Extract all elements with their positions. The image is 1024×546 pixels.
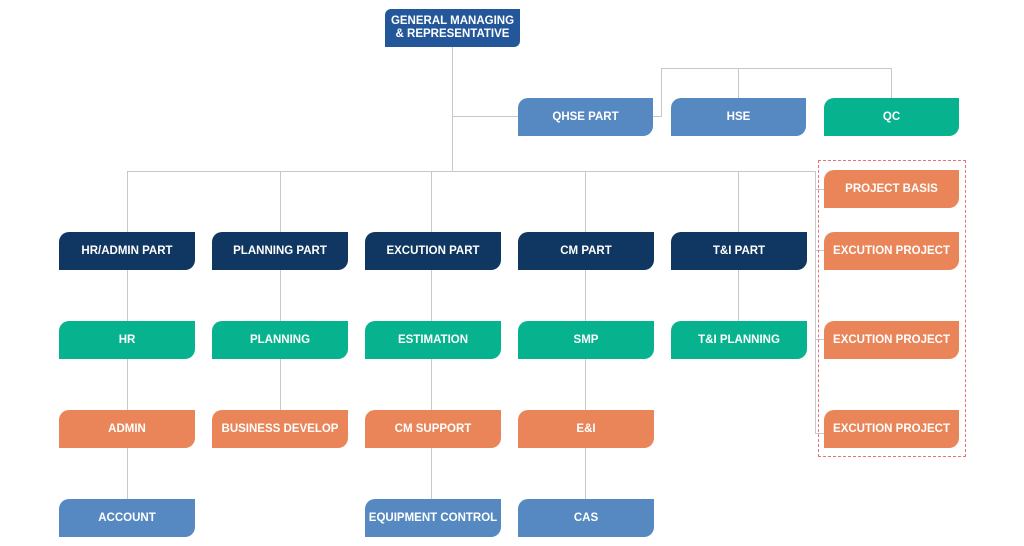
connector-line xyxy=(431,171,432,232)
connector-line xyxy=(738,270,739,321)
equipment-control-label: EQUIPMENT CONTROL xyxy=(368,511,498,524)
general-managing-label: GENERAL MANAGING & REPRESENTATIVE xyxy=(390,15,515,40)
qhse-part-box[interactable]: QHSE PART xyxy=(518,98,653,136)
ti-part-box[interactable]: T&I PART xyxy=(671,232,807,270)
ti-part-label: T&I PART xyxy=(712,244,766,257)
excution-project-label: EXCUTION PROJECT xyxy=(833,244,950,257)
excution-project-box[interactable]: EXCUTION PROJECT xyxy=(824,232,959,270)
ti-planning-label: T&I PLANNING xyxy=(698,333,780,346)
planning-label: PLANNING xyxy=(249,333,311,346)
admin-label: ADMIN xyxy=(108,422,146,435)
smp-label: SMP xyxy=(573,333,599,346)
project-basis-box[interactable]: PROJECT BASIS xyxy=(824,170,959,208)
hse-label: HSE xyxy=(726,110,751,123)
connector-line xyxy=(815,433,824,434)
excution-part-label: EXCUTION PART xyxy=(386,244,480,257)
connector-line xyxy=(127,270,128,499)
excution-project-box[interactable]: EXCUTION PROJECT xyxy=(824,410,959,448)
connector-line xyxy=(452,116,518,117)
connector-line xyxy=(661,68,892,69)
cm-support-label: CM SUPPORT xyxy=(394,422,472,435)
connector-line xyxy=(431,270,432,499)
general-managing-box[interactable]: GENERAL MANAGING & REPRESENTATIVE xyxy=(385,9,520,47)
connector-line xyxy=(891,68,892,98)
ti-planning-box[interactable]: T&I PLANNING xyxy=(671,321,807,359)
cm-part-label: CM PART xyxy=(560,244,612,257)
cm-support-box[interactable]: CM SUPPORT xyxy=(365,410,501,448)
hse-box[interactable]: HSE xyxy=(671,98,806,136)
connector-line xyxy=(815,171,816,434)
planning-part-label: PLANNING PART xyxy=(233,244,327,257)
connector-line xyxy=(452,47,453,171)
planning-box[interactable]: PLANNING xyxy=(212,321,348,359)
connector-line xyxy=(738,68,739,98)
connector-line xyxy=(815,250,824,251)
hr-admin-part-box[interactable]: HR/ADMIN PART xyxy=(59,232,195,270)
connector-line xyxy=(585,270,586,499)
hr-label: HR xyxy=(118,333,136,346)
connector-line xyxy=(738,171,739,232)
cas-label: CAS xyxy=(573,511,599,524)
qc-label: QC xyxy=(882,110,901,123)
connector-line xyxy=(280,171,281,232)
estimation-box[interactable]: ESTIMATION xyxy=(365,321,501,359)
connector-line xyxy=(815,339,824,340)
excution-project-label: EXCUTION PROJECT xyxy=(833,422,950,435)
project-basis-label: PROJECT BASIS xyxy=(845,182,938,195)
hr-admin-part-label: HR/ADMIN PART xyxy=(81,244,173,257)
excution-project-box[interactable]: EXCUTION PROJECT xyxy=(824,321,959,359)
business-develop-label: BUSINESS DEVELOP xyxy=(221,422,339,435)
connector-line xyxy=(815,189,824,190)
connector-line xyxy=(585,171,586,232)
project-group-border xyxy=(818,160,966,457)
smp-box[interactable]: SMP xyxy=(518,321,654,359)
cm-part-box[interactable]: CM PART xyxy=(518,232,654,270)
estimation-label: ESTIMATION xyxy=(397,333,469,346)
connector-line xyxy=(661,68,662,117)
ei-label: E&I xyxy=(576,422,596,435)
connector-line xyxy=(653,116,662,117)
qc-box[interactable]: QC xyxy=(824,98,959,136)
excution-part-box[interactable]: EXCUTION PART xyxy=(365,232,501,270)
ei-box[interactable]: E&I xyxy=(518,410,654,448)
cas-box[interactable]: CAS xyxy=(518,499,654,537)
connector-line xyxy=(127,171,815,172)
account-box[interactable]: ACCOUNT xyxy=(59,499,195,537)
equipment-control-box[interactable]: EQUIPMENT CONTROL xyxy=(365,499,501,537)
planning-part-box[interactable]: PLANNING PART xyxy=(212,232,348,270)
account-label: ACCOUNT xyxy=(98,511,156,524)
business-develop-box[interactable]: BUSINESS DEVELOP xyxy=(212,410,348,448)
admin-box[interactable]: ADMIN xyxy=(59,410,195,448)
qhse-part-label: QHSE PART xyxy=(552,110,619,123)
excution-project-label: EXCUTION PROJECT xyxy=(833,333,950,346)
hr-box[interactable]: HR xyxy=(59,321,195,359)
connector-line xyxy=(127,171,128,232)
